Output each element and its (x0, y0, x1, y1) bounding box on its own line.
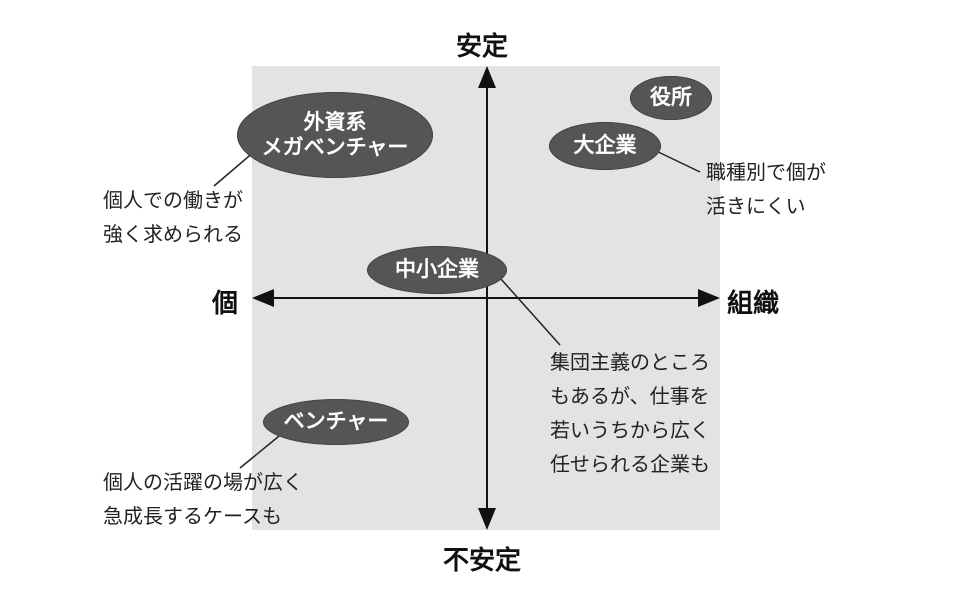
bubble-government-label: 役所 (650, 85, 692, 110)
arrow-left-icon (252, 289, 274, 307)
bubble-sme: 中小企業 (367, 246, 507, 294)
note-line: 職種別で個が (706, 160, 826, 184)
bubble-foreign-venture-line2: メガベンチャー (261, 135, 409, 159)
arrow-right-icon (698, 289, 720, 307)
note-line: 急成長するケースも (103, 504, 282, 528)
bubble-foreign-venture: 外資系 メガベンチャー (237, 92, 433, 178)
note-line: 集団主義のところ (550, 350, 710, 374)
axis-label-left: 個 (212, 289, 239, 319)
arrow-up-icon (478, 66, 496, 88)
axis-label-right: 組織 (727, 289, 780, 319)
note-line: もあるが、仕事を (550, 384, 710, 408)
note-line: 個人での働きが (103, 188, 243, 212)
bubble-venture: ベンチャー (263, 399, 409, 445)
note-line: 活きにくい (706, 194, 806, 218)
bubble-venture-label: ベンチャー (283, 409, 389, 434)
note-line: 若いうちから広く (550, 418, 710, 442)
note-line: 強く求められる (103, 222, 243, 246)
note-foreign-venture: 個人での働きが 強く求められる (103, 183, 243, 251)
axis-label-top: 安定 (456, 32, 509, 62)
bubble-large-company: 大企業 (549, 122, 661, 170)
axis-label-bottom: 不安定 (443, 546, 522, 576)
note-venture: 個人の活躍の場が広く 急成長するケースも (103, 465, 303, 533)
note-large-company: 職種別で個が 活きにくい (706, 155, 826, 223)
bubble-large-company-label: 大企業 (573, 133, 637, 158)
arrow-down-icon (478, 508, 496, 530)
bubble-sme-label: 中小企業 (395, 257, 479, 282)
bubble-foreign-venture-line1: 外資系 (303, 109, 367, 134)
note-line: 任せられる企業も (550, 452, 710, 476)
leader-venture (239, 431, 285, 469)
bubble-government: 役所 (630, 76, 712, 120)
note-sme: 集団主義のところ もあるが、仕事を 若いうちから広く 任せられる企業も (550, 345, 710, 481)
note-line: 個人の活躍の場が広く (103, 470, 303, 494)
leader-sme (499, 277, 561, 346)
